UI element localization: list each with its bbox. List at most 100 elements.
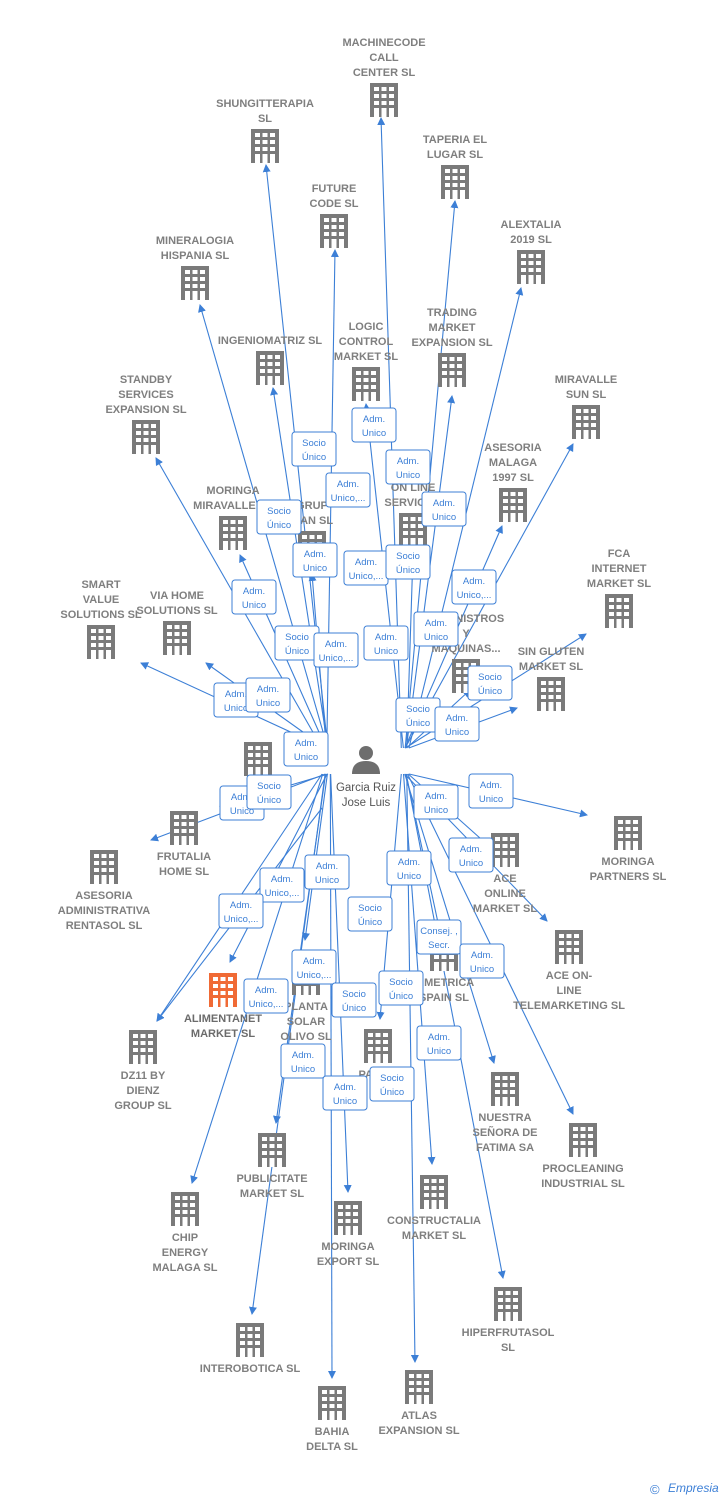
role-badge[interactable]: Adm.Unico — [245, 677, 291, 713]
company-label: LINE — [556, 985, 581, 997]
role-badge-text: Unico — [424, 805, 448, 816]
role-badge[interactable]: Adm.Unico — [448, 837, 494, 873]
role-badge[interactable]: Adm.Unico,... — [259, 867, 305, 903]
company-label: HIPERFRUTASOL — [462, 1327, 555, 1339]
role-badge-text: Socio — [389, 977, 413, 988]
role-badge[interactable]: Adm.Unico,... — [243, 978, 289, 1014]
role-badge[interactable]: Adm.Unico,... — [218, 893, 264, 929]
role-badge[interactable]: Adm.Unico — [413, 611, 459, 647]
company-node-aceonline2[interactable]: ACE ON- LINE TELEMARKETING SL — [513, 930, 625, 1012]
role-badge[interactable]: Adm.Unico — [421, 491, 467, 527]
company-label: ACE ON- — [546, 970, 593, 982]
role-badge-text: Unico — [445, 727, 469, 738]
building-icon — [90, 850, 118, 884]
company-label: MARKET — [428, 322, 475, 334]
building-icon — [209, 973, 237, 1007]
footer-brand[interactable]: © Empresia — [650, 1481, 719, 1497]
company-node-interobotica[interactable]: INTEROBOTICA SL — [200, 1323, 301, 1375]
role-badge[interactable]: Adm.Unico — [351, 407, 397, 443]
role-badge[interactable]: Adm.Unico,... — [325, 472, 371, 508]
role-badge[interactable]: Adm.Unico — [468, 773, 514, 809]
role-badge[interactable]: Consej. ,Secr. — [416, 919, 462, 955]
building-icon — [614, 816, 642, 850]
role-badge[interactable]: Adm.Unico — [416, 1025, 462, 1061]
role-badge[interactable]: Adm.Unico — [459, 943, 505, 979]
role-badge[interactable]: Adm.Unico — [292, 542, 338, 578]
role-badge[interactable]: Adm.Unico — [322, 1075, 368, 1111]
role-badge-text: Socio — [342, 989, 366, 1000]
role-badge[interactable]: Adm.Unico — [386, 850, 432, 886]
company-label: TELEMARKETING SL — [513, 1000, 625, 1012]
company-label: PARTNERS SL — [590, 871, 667, 883]
building-icon — [132, 420, 160, 454]
role-badge[interactable]: Adm.Unico,... — [451, 569, 497, 605]
role-badge[interactable]: Adm.Unico,... — [291, 949, 337, 985]
company-label: Y — [462, 628, 470, 640]
company-label: MARKET SL — [402, 1230, 466, 1242]
role-badge[interactable]: Adm.Unico — [434, 706, 480, 742]
role-badge-text: Unico — [432, 512, 456, 523]
company-label: PROCLEANING — [542, 1163, 623, 1175]
role-badge[interactable]: Adm.Unico — [385, 449, 431, 485]
role-badge-text: Unico — [459, 858, 483, 869]
company-node-ingeniomatriz[interactable]: INGENIOMATRIZ SL — [218, 335, 323, 385]
role-badge[interactable]: Adm.Unico — [304, 854, 350, 890]
role-badge-text: Adm. — [304, 549, 326, 560]
role-badge[interactable]: Adm.Unico,... — [313, 632, 359, 668]
role-badge[interactable]: Adm.Unico — [283, 731, 329, 767]
role-badge[interactable]: Adm.Unico — [280, 1043, 326, 1079]
role-badge[interactable]: Adm.Unico — [413, 784, 459, 820]
role-badge[interactable]: Adm.Unico — [363, 625, 409, 661]
role-badge[interactable]: Adm.Unico — [231, 579, 277, 615]
role-badge-text: Único — [342, 1003, 366, 1014]
role-badge[interactable]: Adm.Unico,... — [343, 550, 389, 586]
company-label: SPAIN SL — [419, 992, 469, 1004]
